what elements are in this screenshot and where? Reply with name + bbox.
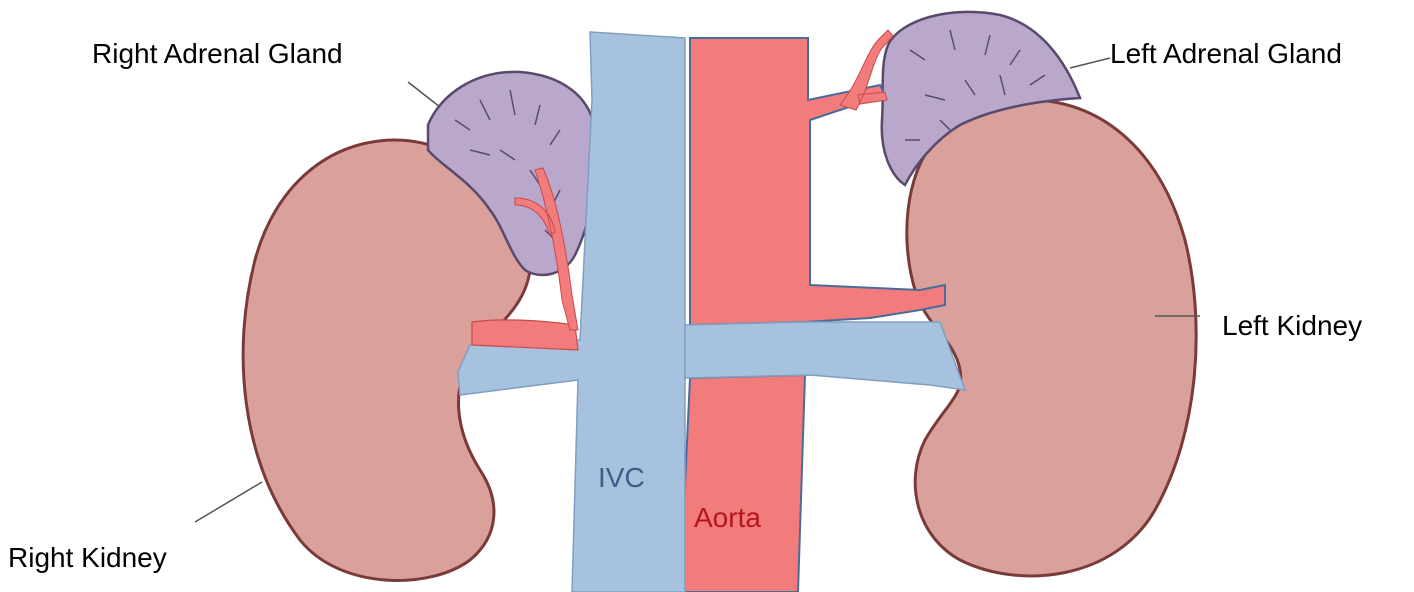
right-kidney-label: Right Kidney bbox=[8, 544, 167, 572]
aorta-label: Aorta bbox=[694, 502, 761, 533]
leader-right-adrenal bbox=[408, 82, 440, 107]
left-kidney-label: Left Kidney bbox=[1222, 312, 1362, 340]
leader-left-adrenal bbox=[1070, 58, 1110, 68]
right-adrenal-gland-label: Right Adrenal Gland bbox=[92, 40, 343, 68]
leader-right-kidney bbox=[195, 482, 262, 522]
ivc-label: IVC bbox=[598, 462, 645, 493]
right-renal-artery bbox=[472, 320, 578, 350]
left-kidney bbox=[907, 100, 1196, 576]
left-adrenal-gland-label: Left Adrenal Gland bbox=[1110, 40, 1342, 68]
aorta-lower bbox=[680, 375, 805, 592]
